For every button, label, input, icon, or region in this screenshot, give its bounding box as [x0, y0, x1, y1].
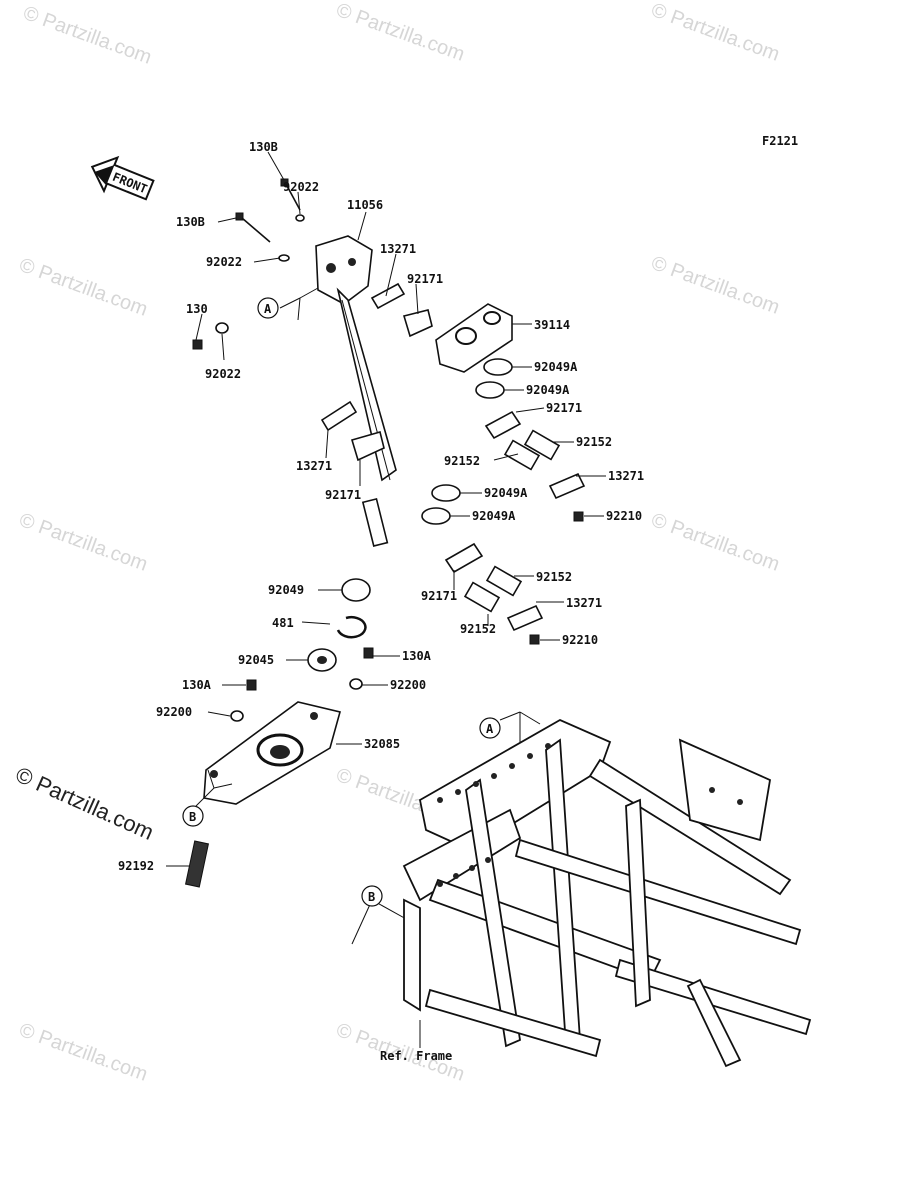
- part-92152: 92152: [444, 454, 480, 468]
- callout-b-upper: B: [182, 805, 204, 827]
- ref-frame-label: Ref. Frame: [380, 1049, 452, 1063]
- steering-shaft: [184, 178, 586, 888]
- part-13271: 13271: [566, 596, 602, 610]
- part-92045: 92045: [238, 653, 274, 667]
- part-92210: 92210: [606, 509, 642, 523]
- watermark: © Partzilla.com: [648, 252, 782, 319]
- watermark: © Partzilla.com: [648, 0, 782, 66]
- part-39114: 39114: [534, 318, 570, 332]
- part-92210: 92210: [562, 633, 598, 647]
- callout-a-frame: A: [479, 717, 501, 739]
- callout-a-upper: A: [257, 297, 279, 319]
- part-130b: 130B: [176, 215, 205, 229]
- svg-text:B: B: [368, 890, 375, 904]
- front-arrow-icon: FRONT: [90, 155, 155, 201]
- part-92152: 92152: [536, 570, 572, 584]
- part-92171: 92171: [325, 488, 361, 502]
- part-92152: 92152: [460, 622, 496, 636]
- part-92049a: 92049A: [484, 486, 528, 500]
- watermark: © Partzilla.com: [20, 2, 154, 69]
- callout-b-frame: B: [361, 885, 383, 907]
- figure-code: F2121: [762, 134, 798, 148]
- part-92049a: 92049A: [526, 383, 570, 397]
- part-481: 481: [272, 616, 294, 630]
- part-92171: 92171: [407, 272, 443, 286]
- part-92200: 92200: [156, 705, 192, 719]
- part-92200: 92200: [390, 678, 426, 692]
- svg-text:A: A: [486, 722, 494, 736]
- part-92171: 92171: [421, 589, 457, 603]
- part-92192: 92192: [118, 859, 154, 873]
- watermark-large: © Partzilla.com: [12, 762, 158, 845]
- part-92022: 92022: [205, 367, 241, 381]
- svg-text:B: B: [189, 810, 196, 824]
- ref-frame-drawing: [402, 718, 812, 1068]
- part-13271: 13271: [296, 459, 332, 473]
- part-130a: 130A: [402, 649, 432, 663]
- part-92022: 92022: [206, 255, 242, 269]
- watermark: © Partzilla.com: [16, 509, 150, 576]
- watermark: © Partzilla.com: [16, 254, 150, 321]
- part-11056: 11056: [347, 198, 383, 212]
- part-92049: 92049: [268, 583, 304, 597]
- leader-lines: [166, 151, 606, 1048]
- part-13271: 13271: [380, 242, 416, 256]
- watermark: © Partzilla.com: [333, 0, 467, 66]
- watermark: © Partzilla.com: [648, 509, 782, 576]
- part-labels: 130B 92022 130B 11056 13271 92022 92171 …: [118, 140, 644, 1063]
- part-130: 130: [186, 302, 208, 316]
- part-92049a: 92049A: [472, 509, 516, 523]
- part-92022: 92022: [283, 180, 319, 194]
- part-130a: 130A: [182, 678, 212, 692]
- part-13271: 13271: [608, 469, 644, 483]
- part-92171: 92171: [546, 401, 582, 415]
- part-92152: 92152: [576, 435, 612, 449]
- part-32085: 32085: [364, 737, 400, 751]
- watermark: © Partzilla.com: [16, 1019, 150, 1086]
- part-130b: 130B: [249, 140, 278, 154]
- watermark-group: © Partzilla.com © Partzilla.com © Partzi…: [12, 0, 782, 1086]
- part-92049a: 92049A: [534, 360, 578, 374]
- svg-text:A: A: [264, 302, 272, 316]
